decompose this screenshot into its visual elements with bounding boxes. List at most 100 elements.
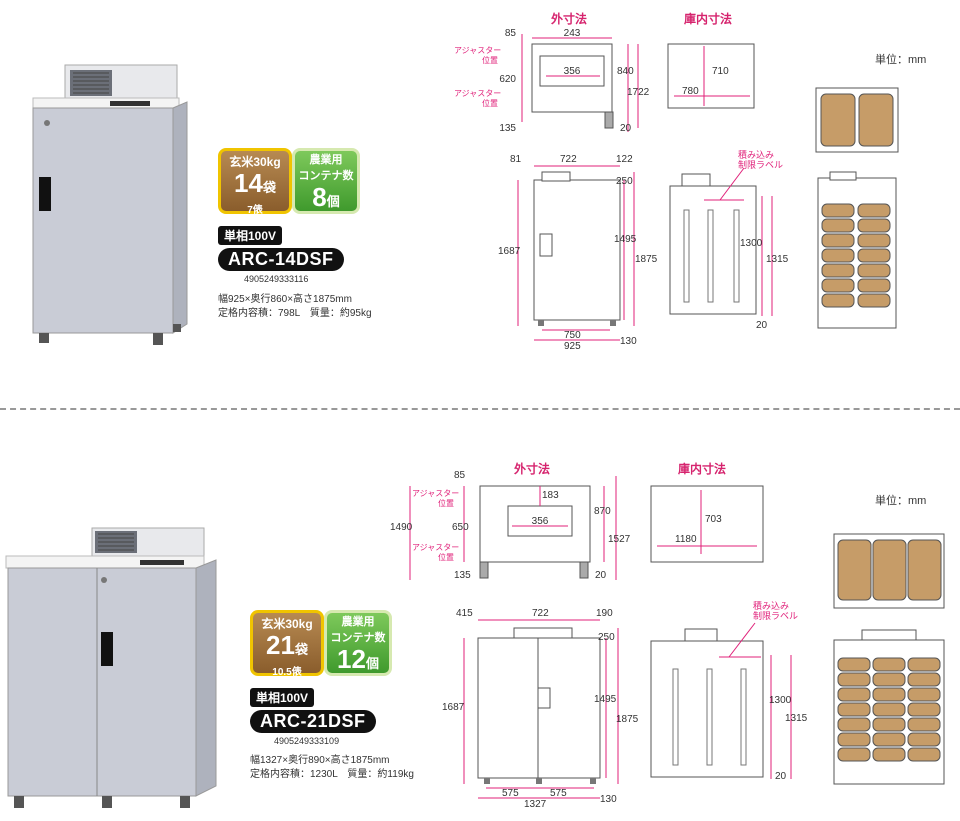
- rice-capacity-badge: 玄米30kg 21袋 10.5俵: [250, 610, 324, 678]
- outer-front-view-diagram: 81 722 122 250 1687 1495 1875 750 925 13…: [498, 154, 658, 352]
- inner-front-view-diagram: 積み込み 制限ラベル 1300 1315 20: [650, 600, 808, 782]
- dim-135: 135: [499, 123, 516, 134]
- dim-870: 870: [594, 506, 611, 517]
- dim-190: 190: [596, 608, 613, 619]
- dim-703: 703: [705, 514, 722, 525]
- dim-85: 85: [454, 470, 466, 481]
- dim-575-left: 575: [502, 788, 519, 799]
- adjuster-label-b: 位置: [438, 498, 454, 508]
- rice-label: 玄米30kg: [261, 617, 313, 631]
- container-capacity-badge: 農業用 コンテナ数 8個: [292, 148, 360, 214]
- dim-575-right: 575: [550, 788, 567, 799]
- spec-volume-weight: 定格内容積：1230L 質量：約119kg: [250, 769, 414, 780]
- dim-183: 183: [542, 490, 559, 501]
- dim-85: 85: [505, 28, 517, 39]
- jan-code: 4905249333109: [274, 736, 340, 746]
- adjuster-label-b: 位置: [482, 55, 498, 65]
- container-front-layout: [833, 629, 945, 785]
- stack-limit-label-2: 制限ラベル: [753, 610, 798, 621]
- dim-1315: 1315: [766, 254, 789, 265]
- outer-top-view-diagram: 85 183 356 1490 650 870 1527 135 20 アジャス…: [390, 470, 631, 581]
- rice-capacity-badge: 玄米30kg 14袋 7俵: [218, 148, 292, 216]
- dim-250: 250: [616, 176, 633, 187]
- stack-limit-label-2: 制限ラベル: [738, 159, 783, 170]
- container-top-layout: [833, 533, 945, 609]
- dim-1300: 1300: [769, 695, 792, 706]
- adjuster-label-a: アジャスター: [454, 46, 501, 55]
- model-name: ARC-21DSF: [250, 710, 376, 733]
- dim-840: 840: [617, 66, 634, 77]
- dim-1527: 1527: [608, 534, 631, 545]
- spec-text: 幅1327×奥行890×高さ1875mm 定格内容積：1230L 質量：約119…: [250, 754, 414, 782]
- dim-1315: 1315: [785, 713, 808, 724]
- containers-unit: 個: [365, 656, 379, 671]
- dim-356: 356: [564, 66, 581, 77]
- containers-count: 8: [312, 182, 327, 212]
- outer-top-view-diagram: 243 356 85 620 135 840 1722 20 アジャスター 位置…: [454, 28, 650, 134]
- dim-925: 925: [564, 341, 581, 352]
- containers-unit: 個: [326, 194, 340, 209]
- dim-750: 750: [564, 330, 581, 341]
- container-label-1: 農業用: [309, 154, 343, 166]
- containers-count: 12: [337, 644, 366, 674]
- outer-front-view-diagram: 415 722 190 250 1687 1495 1875 575 575 1…: [442, 608, 639, 808]
- product-image-arc21: [5, 527, 217, 808]
- unit-label: 単位：mm: [875, 495, 927, 507]
- dim-356: 356: [532, 516, 549, 527]
- model-name: ARC-14DSF: [218, 248, 344, 271]
- dim-1300: 1300: [740, 238, 763, 249]
- outer-dimensions-title: 外寸法: [551, 12, 588, 26]
- dim-81: 81: [510, 154, 522, 165]
- adjuster-label-d: 位置: [438, 552, 454, 562]
- dim-1875: 1875: [635, 254, 658, 265]
- dim-780: 780: [682, 86, 699, 97]
- dim-722: 722: [532, 608, 549, 619]
- dim-1327: 1327: [524, 799, 547, 808]
- bags-count: 14: [234, 168, 263, 198]
- power-label: 単相100V: [218, 226, 283, 245]
- inner-dimensions-title: 庫内寸法: [684, 12, 733, 26]
- dim-243: 243: [564, 28, 581, 39]
- dim-130: 130: [620, 336, 637, 347]
- container-label-2: コンテナ数: [298, 170, 354, 182]
- dim-722: 722: [560, 154, 577, 165]
- dim-1722: 1722: [627, 87, 650, 98]
- container-label-2: コンテナ数: [330, 632, 386, 644]
- outer-dimensions-title: 外寸法: [514, 462, 551, 476]
- section-divider: [0, 408, 960, 410]
- stack-limit-label-1: 積み込み: [738, 149, 774, 160]
- dim-1875: 1875: [616, 714, 639, 725]
- dim-250: 250: [598, 632, 615, 643]
- dim-20: 20: [756, 320, 768, 331]
- inner-top-view-diagram: 703 1180: [650, 485, 764, 563]
- bags-unit: 袋: [262, 180, 276, 195]
- dim-415: 415: [456, 608, 473, 619]
- dim-710: 710: [712, 66, 729, 77]
- dim-1490: 1490: [390, 522, 413, 533]
- product-section-2: 玄米30kg 21袋 10.5俵 農業用 コンテナ数 12個 単相100V AR…: [0, 412, 960, 821]
- dim-1687: 1687: [498, 246, 521, 257]
- unit-label: 単位：mm: [875, 54, 927, 66]
- bags-count: 21: [266, 630, 295, 660]
- inner-top-view-diagram: 710 780: [667, 43, 755, 109]
- spec-dimensions: 幅1327×奥行890×高さ1875mm: [250, 755, 390, 766]
- inner-dimensions-title: 庫内寸法: [678, 462, 727, 476]
- adjuster-label-a: アジャスター: [412, 489, 459, 498]
- dim-1180: 1180: [675, 534, 697, 545]
- inner-front-view-diagram: 積み込み 制限ラベル 1300 1315 20: [669, 149, 789, 331]
- dim-130: 130: [600, 794, 617, 805]
- bales-count: 10.5俵: [272, 667, 302, 678]
- product-image-arc14: [32, 64, 188, 345]
- spec-volume-weight: 定格内容積：798L 質量：約95kg: [218, 308, 372, 319]
- dim-20: 20: [595, 570, 607, 581]
- stack-limit-label-1: 積み込み: [753, 600, 789, 611]
- adjuster-label-c: アジャスター: [454, 89, 501, 98]
- container-capacity-badge: 農業用 コンテナ数 12個: [324, 610, 392, 676]
- dim-122: 122: [616, 154, 633, 165]
- product-section-1: 玄米30kg 14袋 7俵 農業用 コンテナ数 8個 単相100V ARC-14…: [0, 0, 960, 405]
- container-top-layout: [815, 87, 899, 153]
- dim-20: 20: [620, 123, 632, 134]
- power-label: 単相100V: [250, 688, 315, 707]
- adjuster-label-c: アジャスター: [412, 543, 459, 552]
- rice-label: 玄米30kg: [229, 155, 281, 169]
